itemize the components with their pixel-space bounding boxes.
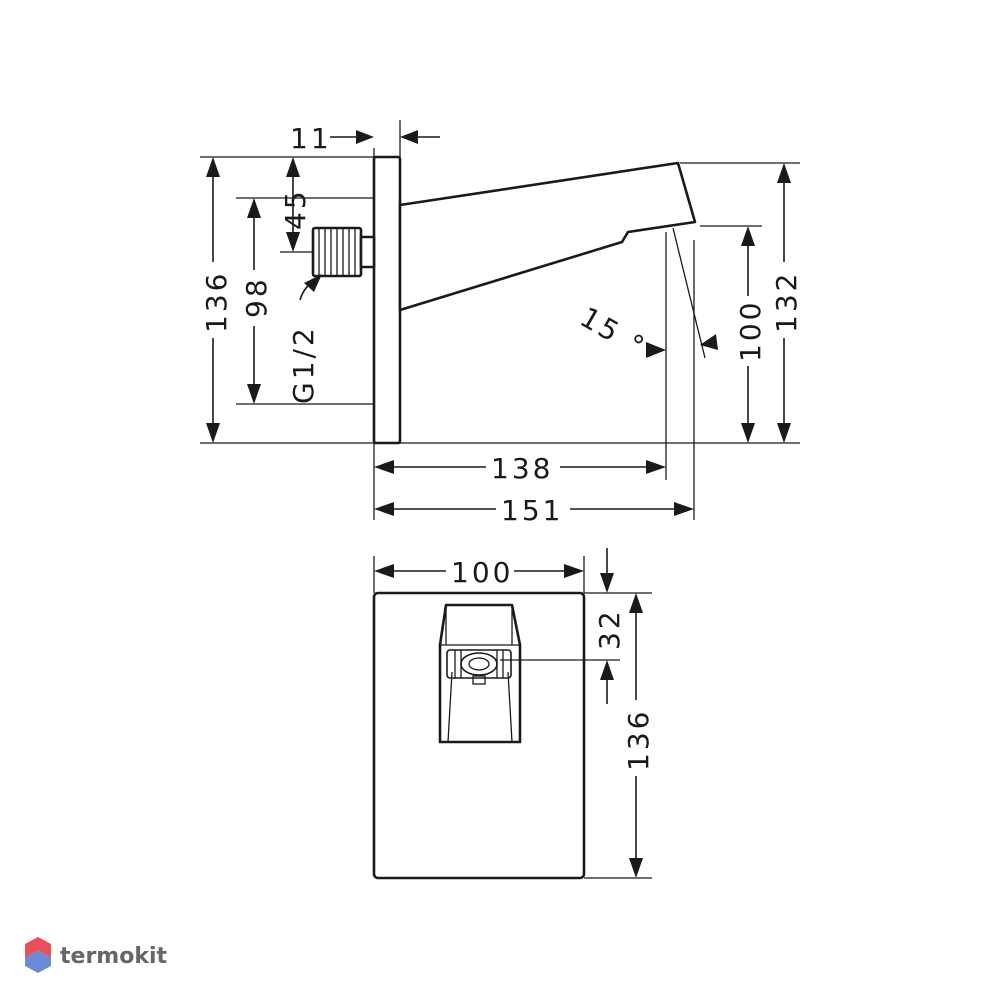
watermark-text: termokit: [60, 944, 167, 969]
label-connection-offset: 45: [279, 188, 312, 230]
dim-outlet-offset: 32: [593, 548, 626, 704]
dim-connection-span: 98: [238, 198, 273, 404]
extension-lines: [200, 156, 800, 444]
side-view: 11 45 98 G1/2 136: [196, 120, 803, 527]
label-front-width: 100: [451, 556, 513, 589]
dim-connection-offset: 45: [279, 157, 312, 252]
watermark: termokit: [25, 937, 167, 973]
label-thread: G1/2: [287, 325, 320, 404]
label-outlet-offset: 32: [593, 608, 626, 650]
dim-plate-height: 136: [196, 157, 233, 443]
dim-plate-thickness: 11: [290, 122, 440, 155]
spout-front: [438, 603, 522, 744]
label-spout-height: 132: [770, 271, 803, 333]
dim-front-height: 136: [620, 593, 655, 878]
label-projection-outlet: 138: [491, 452, 553, 485]
label-connection-span: 98: [240, 276, 273, 318]
dim-projection-total: 151: [374, 494, 694, 527]
label-projection-total: 151: [501, 494, 563, 527]
dim-spout-height: 132: [768, 163, 803, 443]
threaded-connector: [311, 226, 376, 278]
extension-lines-vertical: [373, 120, 695, 520]
spout-body: [398, 161, 697, 312]
dim-angle: 15 °: [575, 300, 718, 364]
label-angle: 15 °: [575, 300, 653, 364]
label-plate-thickness: 11: [290, 122, 332, 155]
label-outlet-height: 100: [734, 300, 767, 362]
dim-outlet-height: 100: [732, 226, 767, 443]
front-view: 100 32 136: [372, 548, 655, 880]
label-plate-height: 136: [200, 271, 233, 333]
thread-callout: G1/2: [287, 274, 322, 404]
connector-neck: [359, 235, 376, 269]
label-front-height: 136: [622, 709, 655, 771]
dim-front-width: 100: [374, 556, 584, 589]
thread-lines: [318, 228, 356, 276]
front-extension-lines: [373, 556, 652, 879]
termokit-logo-icon: [25, 937, 51, 973]
angle-line: [672, 227, 706, 359]
wall-plate: [372, 155, 402, 445]
dim-projection-outlet: 138: [374, 452, 666, 485]
